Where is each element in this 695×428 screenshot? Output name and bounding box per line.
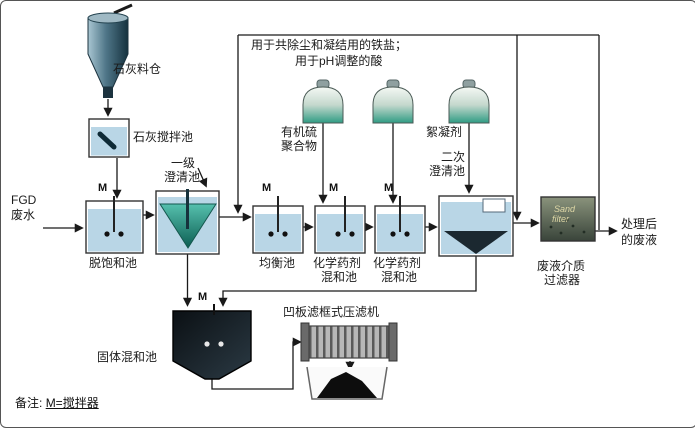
label-chem-tank2-line2: 混和池	[381, 270, 418, 284]
label-fgd-line2: 废水	[11, 208, 36, 222]
mixer-label-tank3: M	[329, 182, 339, 194]
label-lime-silo: 石灰料仓	[113, 62, 162, 76]
clarifier1-label-arrow	[197, 167, 208, 188]
lime-mixer-blade	[97, 131, 117, 150]
clarifier2-weir-box	[482, 198, 506, 213]
label-flocculant: 絮凝剂	[426, 125, 463, 139]
label-chem-tank1-line1: 化学药剂	[313, 256, 362, 270]
dome-flocculant	[448, 79, 490, 124]
mixer-label-solids: M	[198, 291, 208, 303]
remark-prefix: 备注:	[15, 396, 43, 410]
sludge-bin-shape	[306, 366, 388, 400]
clarifier2-sludge-cone	[444, 231, 508, 254]
mixer-label-tank2: M	[262, 182, 272, 194]
label-dome1-line1: 有机硫	[281, 125, 318, 139]
label-media-filter-line1: 废液介质	[537, 259, 586, 273]
mixer-label-tank4: M	[384, 182, 394, 194]
remark-value: M=搅拌器	[45, 396, 99, 410]
secondary-clarifier-shape	[438, 195, 514, 257]
label-top-note-line1: 用于共除尘和凝结用的铁盐；	[251, 38, 408, 52]
label-dome1-line2: 聚合物	[281, 139, 318, 153]
mixer-label-tank1: M	[98, 182, 108, 194]
equalization-tank-shape	[252, 196, 304, 254]
label-output-line1: 处理后	[621, 217, 658, 231]
label-clarifier1-line2: 澄清池	[164, 170, 201, 184]
label-filter-inner-line1: Sand	[554, 204, 576, 214]
lime-mixing-tank	[88, 118, 130, 158]
clarifier2-underflow-arrow	[218, 256, 477, 307]
label-clarifier2-line2: 澄清池	[429, 164, 466, 178]
label-solids-tank: 固体混和池	[97, 350, 158, 364]
label-filter-press: 凹板滤框式压滤机	[283, 305, 380, 319]
lime-silo	[87, 12, 129, 98]
label-chem-tank1-line2: 混和池	[321, 270, 358, 284]
label-filter-inner-line2: filter	[552, 214, 570, 224]
chemical-mixing-tank-1-shape	[314, 196, 366, 254]
label-lime-mixing-tank: 石灰搅拌池	[133, 130, 194, 144]
label-top-note-line2: 用于pH调整的酸	[295, 54, 383, 68]
dome-iron-salt-acid	[372, 79, 414, 124]
chemical-mixing-tank-2-shape	[374, 196, 426, 254]
label-clarifier1-line1: 一级	[171, 156, 196, 170]
label-equalization-tank: 均衡池	[259, 256, 296, 270]
filter-press-shape	[300, 322, 398, 362]
remark-note: 备注: M=搅拌器	[15, 396, 99, 410]
label-clarifier2-line1: 二次	[441, 150, 466, 164]
dome-organic-polymer	[302, 79, 344, 124]
desaturation-tank-shape	[85, 196, 144, 254]
media-filter-shape	[540, 196, 596, 242]
silo-top-pipe	[113, 3, 133, 15]
solids-to-press-arrow	[211, 337, 302, 390]
sludge-pile	[317, 372, 377, 398]
label-fgd-line1: FGD	[11, 193, 37, 207]
label-output-line2: 的废液	[621, 233, 658, 247]
label-media-filter-line2: 过滤器	[544, 273, 581, 287]
primary-clarifier-shape	[155, 189, 220, 255]
solids-mixing-tank-shape	[172, 304, 252, 380]
label-chem-tank2-line1: 化学药剂	[373, 256, 422, 270]
label-desaturation-tank: 脱饱和池	[89, 256, 138, 270]
